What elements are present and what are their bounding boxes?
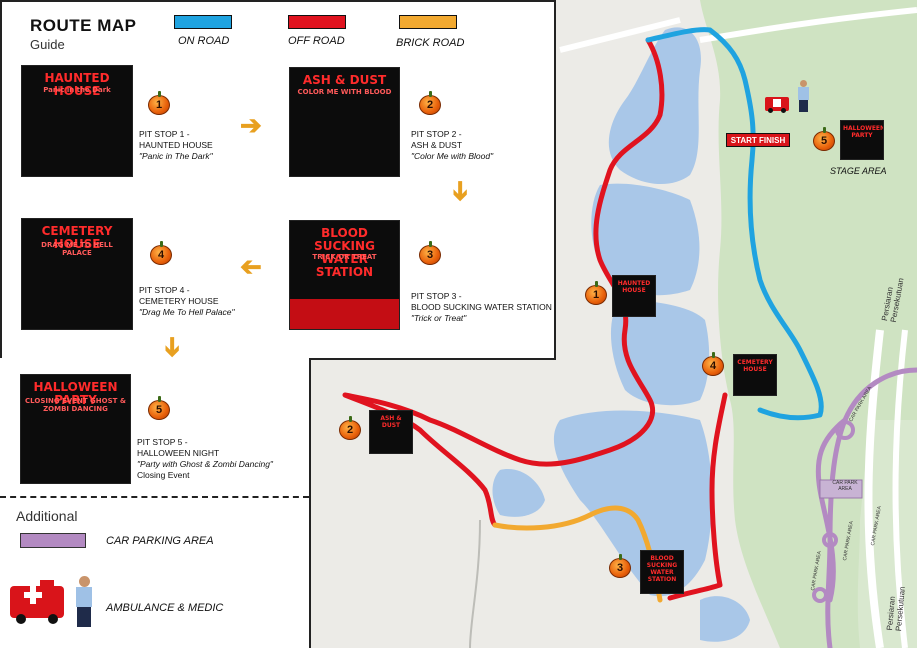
map-pumpkin-2[interactable]: 2 xyxy=(339,416,361,440)
section-divider xyxy=(0,496,309,498)
stop-2-description: PIT STOP 2 -ASH & DUST"Color Me with Blo… xyxy=(411,129,494,161)
map-tile-stop-2[interactable]: ASH & DUST xyxy=(369,410,413,454)
stop-4-description: PIT STOP 4 -CEMETERY HOUSE"Drag Me To He… xyxy=(139,285,235,317)
car-parking-label: CAR PARKING AREA xyxy=(106,535,214,547)
car-parking-swatch xyxy=(20,533,86,548)
map-pumpkin-4[interactable]: 4 xyxy=(702,352,724,376)
additional-heading: Additional xyxy=(16,508,78,524)
ambulance-label: AMBULANCE & MEDIC xyxy=(106,602,224,614)
stop-2-image: ASH & DUST COLOR ME WITH BLOOD xyxy=(289,67,400,177)
brick-road-label: BRICK ROAD xyxy=(396,37,465,49)
stop-3-image: BLOOD SUCKING WATER STATION TRICK OR TRE… xyxy=(289,220,400,330)
stop-3-pumpkin: 3 xyxy=(419,241,441,265)
start-finish-marker: START FINISH xyxy=(726,133,790,147)
map-ambulance-icon xyxy=(765,93,793,113)
map-tile-stop-4[interactable]: CEMETERY HOUSE xyxy=(733,354,777,396)
stage-area-label: STAGE AREA xyxy=(830,166,887,176)
stop-2-pumpkin: 2 xyxy=(419,91,441,115)
on-road-swatch xyxy=(174,15,232,29)
stop-5-pumpkin: 5 xyxy=(148,396,170,420)
map-pumpkin-1[interactable]: 1 xyxy=(585,281,607,305)
map-medic-icon xyxy=(797,80,809,112)
off-road-label: OFF ROAD xyxy=(288,35,345,47)
additional-panel: HALLOWEEN PARTY CLOSING EVENT GHOST & ZO… xyxy=(0,358,311,648)
map-pumpkin-3[interactable]: 3 xyxy=(609,554,631,578)
map-tile-stop-1[interactable]: HAUNTED HOUSE xyxy=(612,275,656,317)
ambulance-icon xyxy=(10,580,68,624)
stop-5-description: PIT STOP 5 -HALLOWEEN NIGHT"Party with G… xyxy=(137,437,273,480)
medic-icon xyxy=(74,576,94,628)
legend-title: ROUTE MAP xyxy=(30,16,137,35)
map-pumpkin-5[interactable]: 5 xyxy=(813,127,835,151)
car-park-label-1: CAR PARK AREA xyxy=(832,480,858,492)
legend-subtitle: Guide xyxy=(30,37,65,52)
arrow-left-icon: ➔ xyxy=(240,253,262,283)
arrow-down-icon: ➔ xyxy=(445,180,476,202)
arrow-right-icon: ➔ xyxy=(240,110,262,140)
stop-1-image: HAUNTED HOUSE Panic in the Dark xyxy=(21,65,133,177)
on-road-label: ON ROAD xyxy=(178,35,230,47)
stop-1-description: PIT STOP 1 -HAUNTED HOUSE"Panic in The D… xyxy=(139,129,213,161)
route-legend-panel: ROUTE MAP Guide ON ROAD OFF ROAD BRICK R… xyxy=(0,0,556,360)
stop-1-pumpkin: 1 xyxy=(148,91,170,115)
map-tile-stop-5[interactable]: HALLOWEEN PARTY xyxy=(840,120,884,160)
brick-road-swatch xyxy=(399,15,457,29)
arrow-down-icon-2: ➔ xyxy=(157,336,188,358)
stop-3-description: PIT STOP 3 -BLOOD SUCKING WATER STATION"… xyxy=(411,291,552,323)
stop-4-image: CEMETERY HOUSE DRAG ME TO HELL PALACE xyxy=(21,218,133,330)
map-tile-stop-3[interactable]: BLOOD SUCKING WATER STATION xyxy=(640,550,684,594)
off-road-swatch xyxy=(288,15,346,29)
stop-5-image: HALLOWEEN PARTY CLOSING EVENT GHOST & ZO… xyxy=(20,374,131,484)
stop-4-pumpkin: 4 xyxy=(150,241,172,265)
